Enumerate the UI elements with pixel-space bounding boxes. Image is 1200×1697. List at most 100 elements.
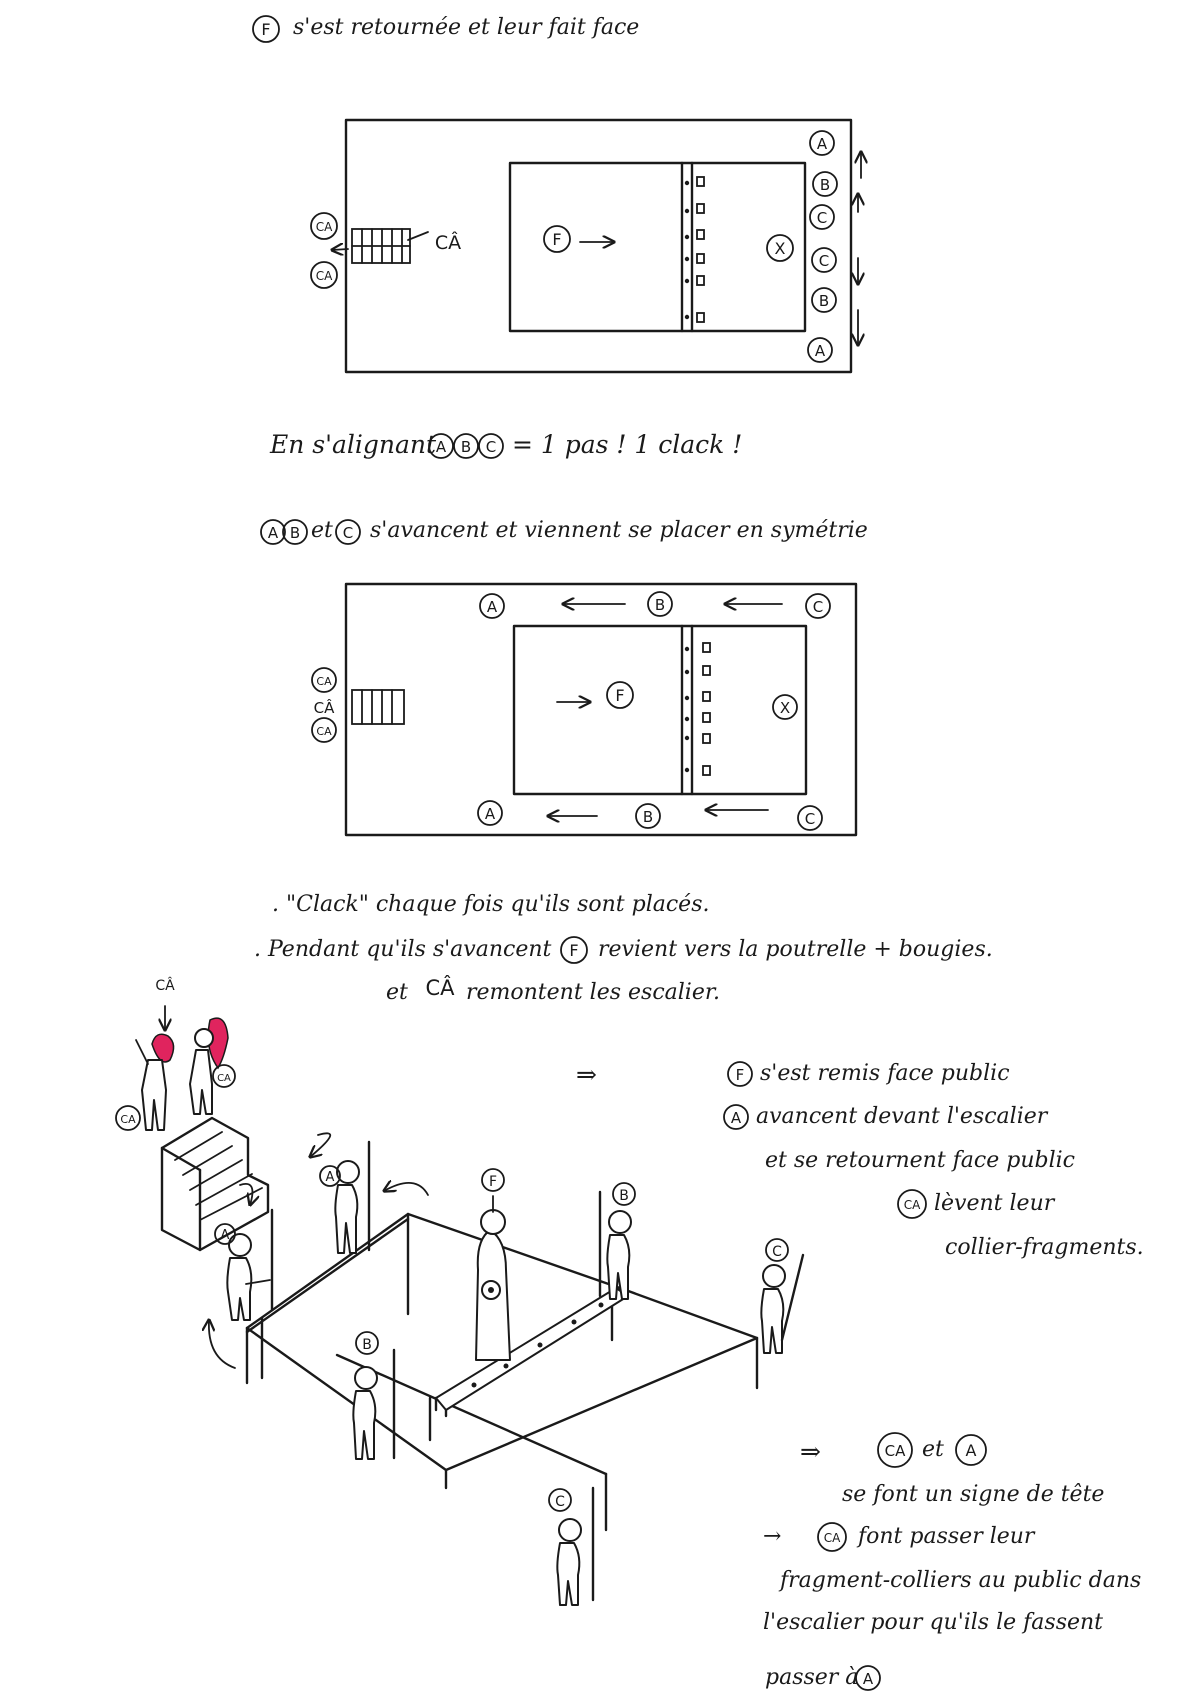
caption-remontent-prefix: et (386, 980, 408, 1005)
platform (512, 624, 808, 796)
token-letter: C (555, 1494, 565, 1510)
ca-hat-label: CÂ (155, 976, 175, 994)
token-letter: A (326, 1170, 335, 1185)
stage-outline (344, 582, 858, 837)
sign-join: et (922, 1437, 944, 1462)
token-b: B (453, 433, 479, 459)
token-c: C (478, 433, 504, 459)
token-b: B (635, 803, 661, 829)
token-b: B (812, 171, 838, 197)
token-a: A (477, 800, 503, 826)
sign-nod: se font un signe de tête (842, 1482, 1105, 1507)
token-letter: A (817, 135, 828, 153)
token-f: F (481, 1168, 505, 1192)
token-f: F (727, 1061, 753, 1087)
candle-row (684, 176, 705, 323)
candle-row (684, 642, 711, 776)
token-b: B (811, 287, 837, 313)
token-letter: C (817, 209, 827, 227)
token-a: A (807, 337, 833, 363)
caption-top: s'est retournée et leur fait face (293, 15, 640, 40)
token-letter: B (290, 524, 300, 542)
token-b: B (612, 1182, 636, 1206)
token-letter: B (819, 292, 829, 310)
token-letter: B (655, 596, 665, 614)
stairs (351, 689, 405, 725)
token-c: C (811, 247, 837, 273)
double-arrow-icon: ⇒ (800, 1437, 821, 1466)
token-ca: CA (310, 212, 338, 240)
caption-align-suffix: = 1 pas ! 1 clack ! (512, 430, 743, 459)
token-a: A (809, 130, 835, 156)
token-ca: CA (311, 667, 337, 693)
plan-diagram-2: CA CÂ CA A B C F X A B C (311, 582, 858, 837)
sign-public: fragment-colliers au public dans (780, 1568, 1142, 1593)
caption-remontent-suffix: remontent les escalier. (466, 980, 720, 1005)
caption-pendant-prefix: . Pendant qu'ils s'avancent (254, 937, 552, 962)
token-letter: F (569, 941, 578, 960)
perspective-scene: CÂ CA CA A A F B C B C (115, 976, 805, 1606)
token-x: X (766, 234, 794, 262)
token-letter: F (261, 20, 270, 39)
ca-hat-label: CÂ (435, 231, 461, 254)
token-letter: A (815, 342, 826, 360)
beam (434, 1287, 629, 1418)
figure-ca-2 (189, 1017, 229, 1115)
token-a: A (479, 593, 505, 619)
token-letter: CA (824, 1531, 841, 1545)
stage-outline (344, 118, 853, 374)
token-letter: C (813, 598, 823, 616)
arrow-right-icon: → (763, 1524, 782, 1549)
figure-ca-1 (135, 1033, 175, 1131)
note-f-public: s'est remis face public (760, 1061, 1010, 1086)
note-turn-public: et se retournent face public (765, 1148, 1075, 1173)
token-letter: CA (904, 1198, 921, 1212)
sign-pass-to: passer à (765, 1665, 859, 1690)
note-ca-lift: lèvent leur (934, 1191, 1055, 1216)
token-letter: B (643, 808, 653, 826)
caption-advance-join: et (311, 518, 333, 543)
token-ca: CA (897, 1189, 927, 1219)
figure-c-front (556, 1486, 595, 1606)
token-letter: C (819, 252, 829, 270)
token-letter: C (343, 524, 353, 542)
note-a-advance: avancent devant l'escalier (756, 1104, 1048, 1129)
token-letter: B (820, 176, 830, 194)
token-x: X (772, 694, 798, 720)
ca-hat-label: CÂ (425, 975, 455, 1000)
figure-c-right (760, 1253, 805, 1354)
figure-a-back (334, 1140, 371, 1254)
token-letter: C (772, 1244, 782, 1260)
token-letter: CA (316, 269, 333, 283)
token-letter: F (615, 686, 624, 705)
token-letter: A (485, 805, 496, 823)
token-c: C (335, 519, 361, 545)
token-letter: X (775, 239, 786, 258)
sign-stairs: l'escalier pour qu'ils le fassent (763, 1610, 1104, 1635)
token-a: A (319, 1165, 341, 1187)
token-letter: B (619, 1188, 629, 1204)
token-b: B (647, 591, 673, 617)
caption-advance: s'avancent et viennent se placer en symé… (370, 518, 868, 543)
token-letter: C (805, 810, 815, 828)
token-letter: CA (316, 220, 333, 234)
caption-align-prefix: En s'alignant (270, 430, 437, 459)
token-letter: CA (885, 1442, 906, 1460)
token-letter: A (966, 1441, 977, 1460)
figure-f-center (475, 1195, 511, 1361)
caption-clack: . "Clack" chaque fois qu'ils sont placés… (272, 892, 710, 917)
token-letter: CA (120, 1113, 136, 1126)
token-letter: A (221, 1228, 230, 1243)
token-b: B (355, 1331, 379, 1355)
token-ca: CA (817, 1522, 847, 1552)
token-a: A (955, 1434, 987, 1466)
token-letter: A (487, 598, 498, 616)
token-letter: A (731, 1109, 742, 1127)
token-a: A (855, 1665, 881, 1691)
token-a: A (260, 519, 286, 545)
token-letter: F (736, 1066, 745, 1084)
token-a: A (723, 1104, 749, 1130)
token-a: A (214, 1223, 236, 1245)
token-letter: C (486, 438, 496, 456)
